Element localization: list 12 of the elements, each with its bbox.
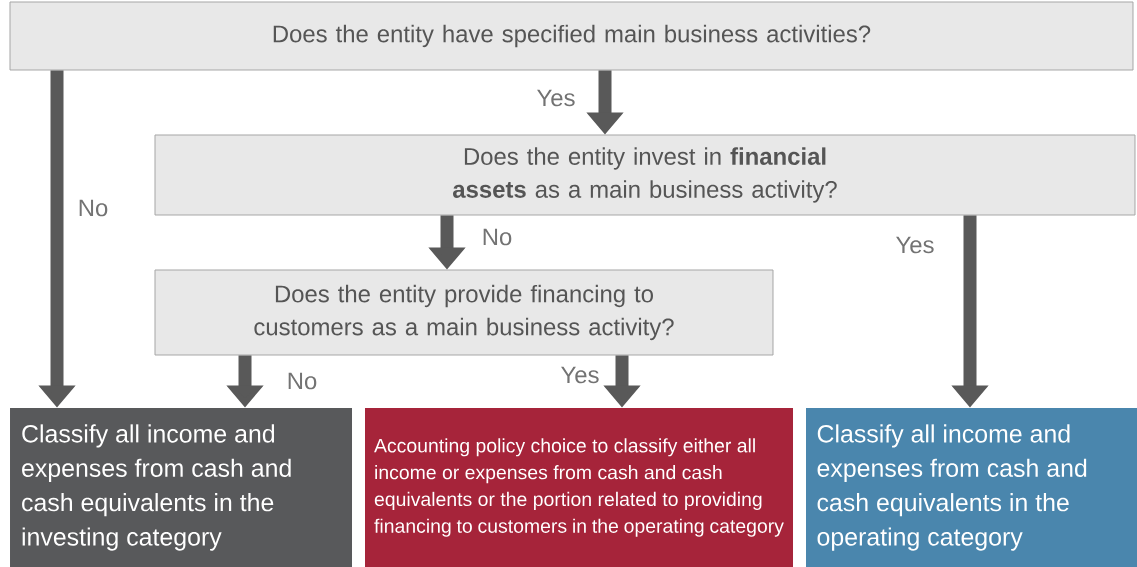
outcome-box: Classify all income and expenses from cash and cash equivalents in the investing category <box>10 408 352 567</box>
edge-label: Yes <box>535 88 577 108</box>
edge-label: No <box>76 198 110 218</box>
edge-label: No <box>480 227 514 247</box>
question-box: Does the entity have specified main business activities? <box>9 1 1134 71</box>
question-box: Does the entity invest in financial assets as a main business activity? <box>154 134 1136 216</box>
question-box: Does the entity provide financing to customers as a main business activity? <box>154 269 774 356</box>
outcome-box: Classify all income and expenses from cash and cash equivalents in the operating category <box>806 408 1137 567</box>
edge-label: No <box>285 371 319 391</box>
outcome-box: Accounting policy choice to classify either all income or expenses from cash and cash equivalents or the portion related to providing financing to customers in the operating category <box>365 408 793 567</box>
edge-label: Yes <box>894 235 936 255</box>
edge-label: Yes <box>559 365 601 385</box>
